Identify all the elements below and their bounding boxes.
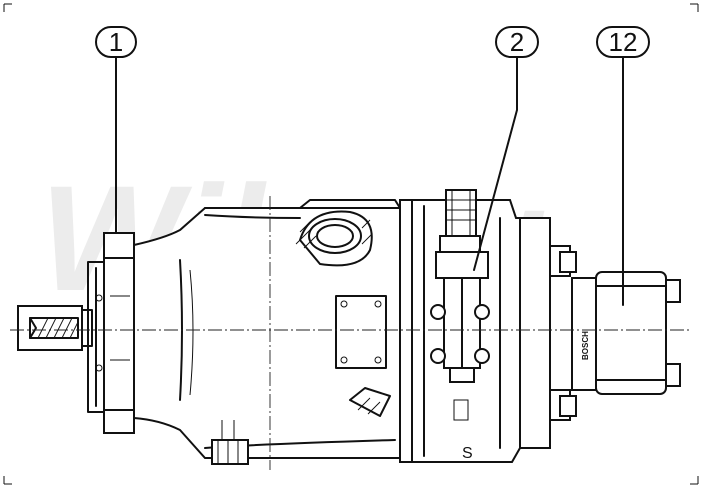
control-valve [430,189,490,383]
callout-12: 12 [596,26,650,306]
svg-text:1: 1 [109,27,123,57]
brand-mark: BOSCH [581,331,590,360]
callout-1: 1 [95,26,137,234]
port-marking: S [462,445,473,462]
mounting-flange [87,232,135,434]
svg-text:2: 2 [510,27,524,57]
crop-mark-icon [3,3,699,485]
drive-shaft [17,305,93,351]
port-plate: S [399,199,577,463]
pump-housing [133,196,401,470]
svg-text:12: 12 [609,27,638,57]
callout-2: 2 [473,26,539,271]
auxiliary-pump: BOSCH [571,271,681,395]
